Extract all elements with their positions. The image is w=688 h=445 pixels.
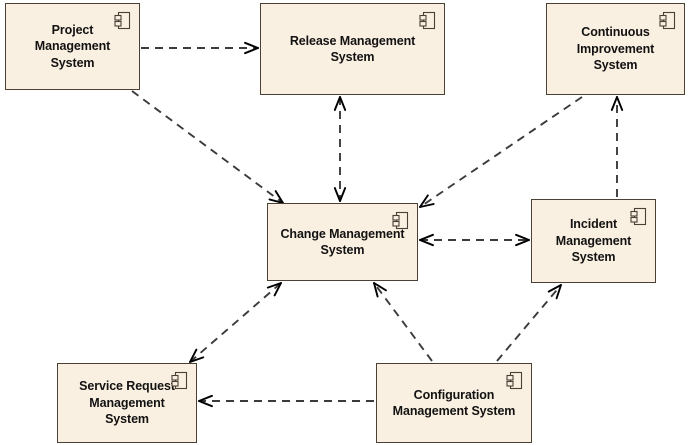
component-icon — [392, 211, 409, 230]
component-label: Release Management System — [289, 33, 416, 65]
component-change-management-system[interactable]: Change Management System — [267, 203, 418, 281]
component-release-management-system[interactable]: Release Management System — [260, 3, 445, 95]
component-continuous-improvement-system[interactable]: Continuous Improvement System — [546, 3, 685, 95]
component-label: Configuration Management System — [392, 387, 516, 419]
component-icon — [659, 11, 676, 30]
component-icon — [171, 371, 188, 390]
component-icon — [630, 207, 647, 226]
component-incident-management-system[interactable]: Incident Management System — [531, 199, 656, 283]
component-label: Change Management System — [280, 226, 405, 258]
component-label: Service Request Management System — [79, 379, 175, 427]
component-label: Continuous Improvement System — [576, 25, 655, 73]
component-label: Incident Management System — [555, 217, 632, 265]
component-project-management-system[interactable]: Project Management System — [5, 3, 140, 90]
component-label: Project Management System — [34, 22, 111, 70]
component-icon — [419, 11, 436, 30]
component-icon — [506, 371, 523, 390]
component-configuration-management-system[interactable]: Configuration Management System — [376, 363, 532, 443]
component-icon — [114, 11, 131, 30]
component-service-request-management-system[interactable]: Service Request Management System — [57, 363, 197, 443]
